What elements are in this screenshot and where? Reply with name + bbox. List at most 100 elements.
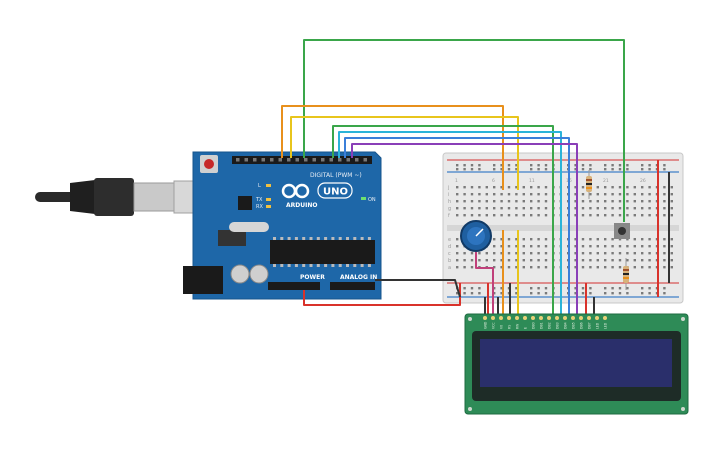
breadboard-hole[interactable] bbox=[670, 266, 673, 269]
breadboard-hole[interactable] bbox=[604, 238, 607, 241]
breadboard-hole[interactable] bbox=[507, 245, 511, 248]
breadboard-hole[interactable] bbox=[493, 214, 496, 217]
breadboard-hole[interactable] bbox=[522, 245, 525, 248]
breadboard-hole[interactable] bbox=[544, 252, 548, 255]
breadboard-hole[interactable] bbox=[633, 266, 636, 269]
breadboard-hole[interactable] bbox=[574, 207, 577, 210]
rail-hole[interactable] bbox=[463, 292, 466, 295]
breadboard-hole[interactable] bbox=[589, 238, 592, 241]
breadboard-hole[interactable] bbox=[522, 186, 525, 189]
breadboard-hole[interactable] bbox=[641, 245, 644, 248]
breadboard-hole[interactable] bbox=[618, 193, 622, 196]
potentiometer[interactable] bbox=[460, 220, 492, 252]
breadboard-hole[interactable] bbox=[515, 266, 518, 269]
rail-hole[interactable] bbox=[478, 287, 481, 290]
rail-hole[interactable] bbox=[493, 164, 496, 167]
rail-hole[interactable] bbox=[515, 287, 518, 290]
breadboard-hole[interactable] bbox=[670, 238, 673, 241]
rail-hole[interactable] bbox=[574, 168, 577, 171]
rail-hole[interactable] bbox=[604, 164, 607, 167]
breadboard-hole[interactable] bbox=[537, 207, 540, 210]
arduino-uno-board[interactable]: DIGITAL (PWM ~) ARDUINO UNO L TX RX ON bbox=[183, 151, 382, 300]
breadboard-hole[interactable] bbox=[544, 207, 548, 210]
breadboard-hole[interactable] bbox=[485, 214, 488, 217]
rail-hole[interactable] bbox=[611, 168, 614, 171]
breadboard-hole[interactable] bbox=[522, 214, 525, 217]
breadboard-hole[interactable] bbox=[544, 186, 548, 189]
breadboard-hole[interactable] bbox=[507, 252, 511, 255]
breadboard-hole[interactable] bbox=[611, 259, 614, 262]
breadboard-hole[interactable] bbox=[633, 193, 636, 196]
rail-hole[interactable] bbox=[581, 164, 585, 167]
rail-hole[interactable] bbox=[574, 292, 577, 295]
breadboard-hole[interactable] bbox=[596, 193, 599, 196]
rail-hole[interactable] bbox=[663, 292, 666, 295]
rail-hole[interactable] bbox=[663, 164, 666, 167]
breadboard-hole[interactable] bbox=[507, 200, 511, 203]
rail-hole[interactable] bbox=[500, 287, 503, 290]
lcd-pin-db1[interactable] bbox=[539, 316, 543, 320]
breadboard-hole[interactable] bbox=[456, 193, 459, 196]
breadboard-hole[interactable] bbox=[581, 200, 585, 203]
breadboard-hole[interactable] bbox=[663, 186, 666, 189]
rail-hole[interactable] bbox=[626, 292, 629, 295]
breadboard-hole[interactable] bbox=[515, 207, 518, 210]
breadboard-hole[interactable] bbox=[611, 238, 614, 241]
breadboard-hole[interactable] bbox=[515, 186, 518, 189]
breadboard-hole[interactable] bbox=[500, 266, 503, 269]
rail-hole[interactable] bbox=[478, 168, 481, 171]
breadboard-hole[interactable] bbox=[663, 200, 666, 203]
rail-hole[interactable] bbox=[626, 287, 629, 290]
rail-hole[interactable] bbox=[500, 164, 503, 167]
wire-black-gnd[interactable] bbox=[375, 279, 461, 298]
breadboard-hole[interactable] bbox=[633, 207, 636, 210]
breadboard-hole[interactable] bbox=[507, 238, 511, 241]
breadboard-hole[interactable] bbox=[544, 245, 548, 248]
rail-hole[interactable] bbox=[507, 168, 511, 171]
breadboard-hole[interactable] bbox=[507, 207, 511, 210]
breadboard-hole[interactable] bbox=[633, 259, 636, 262]
breadboard-hole[interactable] bbox=[493, 200, 496, 203]
digital-pin-~6[interactable] bbox=[312, 158, 317, 162]
breadboard-hole[interactable] bbox=[485, 186, 488, 189]
breadboard-hole[interactable] bbox=[544, 238, 548, 241]
breadboard-hole[interactable] bbox=[581, 238, 585, 241]
breadboard-hole[interactable] bbox=[456, 245, 459, 248]
rail-hole[interactable] bbox=[456, 164, 459, 167]
breadboard-hole[interactable] bbox=[478, 193, 481, 196]
breadboard-hole[interactable] bbox=[574, 259, 577, 262]
rail-hole[interactable] bbox=[463, 164, 466, 167]
rail-hole[interactable] bbox=[581, 292, 585, 295]
breadboard-hole[interactable] bbox=[611, 266, 614, 269]
breadboard-hole[interactable] bbox=[544, 193, 548, 196]
breadboard-hole[interactable] bbox=[515, 200, 518, 203]
breadboard-hole[interactable] bbox=[648, 186, 651, 189]
lcd-pin-vcc[interactable] bbox=[491, 316, 495, 320]
wire-cyan[interactable] bbox=[338, 131, 562, 318]
breadboard-hole[interactable] bbox=[574, 214, 577, 217]
wire-green-long[interactable] bbox=[303, 39, 625, 222]
breadboard-hole[interactable] bbox=[626, 214, 629, 217]
rail-hole[interactable] bbox=[581, 287, 585, 290]
breadboard-hole[interactable] bbox=[611, 252, 614, 255]
rail-hole[interactable] bbox=[507, 164, 511, 167]
breadboard-hole[interactable] bbox=[470, 252, 474, 255]
breadboard-hole[interactable] bbox=[530, 259, 533, 262]
rail-hole[interactable] bbox=[589, 287, 592, 290]
digital-pin-12[interactable] bbox=[261, 158, 266, 162]
breadboard-hole[interactable] bbox=[633, 252, 636, 255]
rail-hole[interactable] bbox=[478, 164, 481, 167]
breadboard-hole[interactable] bbox=[485, 207, 488, 210]
lcd-pin-db2[interactable] bbox=[547, 316, 551, 320]
breadboard-hole[interactable] bbox=[493, 245, 496, 248]
breadboard-hole[interactable] bbox=[537, 186, 540, 189]
digital-pin-~10[interactable] bbox=[278, 158, 283, 162]
rail-hole[interactable] bbox=[574, 164, 577, 167]
rail-hole[interactable] bbox=[641, 168, 644, 171]
rail-hole[interactable] bbox=[611, 287, 614, 290]
digital-pin-8[interactable] bbox=[295, 158, 300, 162]
breadboard-hole[interactable] bbox=[500, 245, 503, 248]
breadboard-hole[interactable] bbox=[530, 245, 533, 248]
rail-hole[interactable] bbox=[581, 168, 585, 171]
